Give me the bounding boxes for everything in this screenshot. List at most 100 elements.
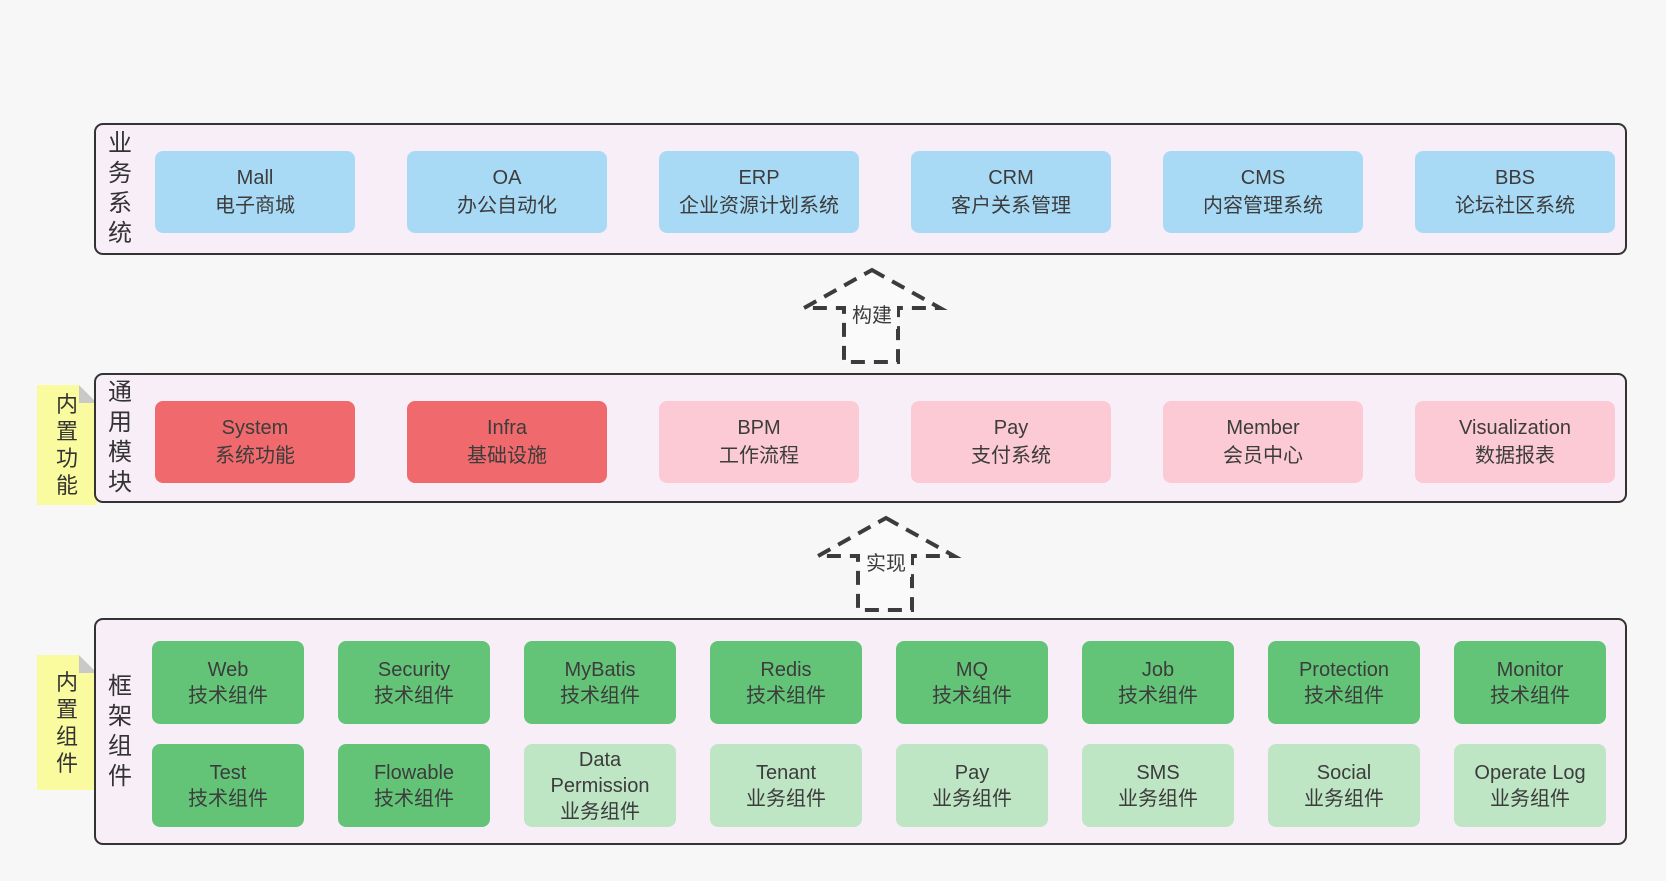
band-label-framework: 框 架 组 件 (108, 672, 132, 790)
module-desc: 业务组件 (1304, 787, 1384, 810)
module-name: CMS (1240, 167, 1286, 189)
common-box-system: System 系统功能 (155, 401, 355, 483)
common-modules-band: 通 用 模 块 System 系统功能 Infra 基础设施 BPM 工作流程 Pay 支付系… (94, 373, 1627, 503)
common-box-member: Member 会员中心 (1163, 401, 1363, 483)
module-desc: 业务组件 (932, 787, 1012, 810)
sticky-note-built-in-components: 内 置 组 件 (37, 655, 97, 790)
module-name: System (221, 417, 289, 439)
business-box-cms: CMS 内容管理系统 (1163, 151, 1363, 233)
module-desc: 业务组件 (1118, 787, 1198, 810)
module-name: Web (207, 658, 249, 681)
module-name: MQ (955, 658, 989, 681)
module-name: Data Permission (550, 748, 650, 797)
common-box-infra: Infra 基础设施 (407, 401, 607, 483)
band-label-common: 通 用 模 块 (108, 379, 132, 496)
framework-box-mybatis: MyBatis 技术组件 (524, 641, 676, 724)
implement-arrow: 实现 (806, 510, 966, 620)
business-box-erp: ERP 企业资源计划系统 (659, 151, 859, 233)
framework-box-operate-log: Operate Log 业务组件 (1454, 744, 1606, 827)
module-desc: 技术组件 (1304, 684, 1384, 707)
module-desc: 业务组件 (746, 787, 826, 810)
framework-box-social: Social 业务组件 (1268, 744, 1420, 827)
module-desc: 技术组件 (932, 684, 1012, 707)
module-name: CRM (988, 167, 1034, 189)
module-desc: 基础设施 (467, 445, 547, 467)
common-box-pay: Pay 支付系统 (911, 401, 1111, 483)
framework-box-tenant: Tenant 业务组件 (710, 744, 862, 827)
framework-box-web: Web 技术组件 (152, 641, 304, 724)
build-arrow: 构建 (792, 262, 952, 372)
module-name: OA (492, 167, 522, 189)
business-box-bbs: BBS 论坛社区系统 (1415, 151, 1615, 233)
module-desc: 技术组件 (1490, 684, 1570, 707)
framework-box-protection: Protection 技术组件 (1268, 641, 1420, 724)
framework-box-sms: SMS 业务组件 (1082, 744, 1234, 827)
band-label-business: 业 务 系 统 (108, 130, 132, 247)
module-name: BBS (1494, 167, 1536, 189)
module-desc: 数据报表 (1475, 445, 1555, 467)
module-name: Test (209, 761, 247, 784)
framework-box-mq: MQ 技术组件 (896, 641, 1048, 724)
module-desc: 客户关系管理 (951, 195, 1071, 217)
business-box-oa: OA 办公自动化 (407, 151, 607, 233)
module-desc: 系统功能 (215, 445, 295, 467)
module-name: Social (1316, 761, 1372, 784)
module-name: Flowable (373, 761, 455, 784)
module-desc: 电子商城 (215, 195, 295, 217)
framework-box-redis: Redis 技术组件 (710, 641, 862, 724)
business-box-mall: Mall 电子商城 (155, 151, 355, 233)
framework-box-test: Test 技术组件 (152, 744, 304, 827)
module-desc: 技术组件 (188, 787, 268, 810)
framework-box-flowable: Flowable 技术组件 (338, 744, 490, 827)
framework-box-pay: Pay 业务组件 (896, 744, 1048, 827)
module-desc: 技术组件 (560, 684, 640, 707)
module-desc: 内容管理系统 (1203, 195, 1323, 217)
business-box-crm: CRM 客户关系管理 (911, 151, 1111, 233)
module-name: Pay (993, 417, 1029, 439)
module-name: Mall (236, 167, 274, 189)
business-systems-band: 业 务 系 统 Mall 电子商城 OA 办公自动化 ERP 企业资源计划系统 CRM 客户关… (94, 123, 1627, 255)
module-desc: 论坛社区系统 (1455, 195, 1575, 217)
module-name: Visualization (1459, 417, 1571, 439)
business-boxes-row: Mall 电子商城 OA 办公自动化 ERP 企业资源计划系统 CRM 客户关系管理 CMS 内容… (155, 151, 1615, 233)
module-name: Tenant (755, 761, 817, 784)
module-name: BPM (737, 417, 781, 439)
module-name: Protection (1298, 658, 1390, 681)
module-name: Redis (760, 658, 812, 681)
common-boxes-row: System 系统功能 Infra 基础设施 BPM 工作流程 Pay 支付系统 Member 会… (155, 401, 1615, 483)
framework-box-data-permission: Data Permission 业务组件 (524, 744, 676, 827)
framework-box-monitor: Monitor 技术组件 (1454, 641, 1606, 724)
build-arrow-label: 构建 (847, 298, 897, 329)
module-name: Monitor (1496, 658, 1564, 681)
module-desc: 业务组件 (1490, 787, 1570, 810)
module-desc: 技术组件 (188, 684, 268, 707)
module-desc: 办公自动化 (457, 195, 557, 217)
module-name: Security (377, 658, 451, 681)
module-name: SMS (1136, 761, 1180, 784)
module-desc: 技术组件 (746, 684, 826, 707)
module-desc: 业务组件 (560, 800, 640, 823)
module-name: MyBatis (564, 658, 636, 681)
module-name: ERP (738, 167, 780, 189)
implement-arrow-label: 实现 (861, 546, 911, 577)
module-desc: 技术组件 (374, 684, 454, 707)
module-name: Pay (954, 761, 990, 784)
module-desc: 企业资源计划系统 (679, 195, 839, 217)
common-box-visualization: Visualization 数据报表 (1415, 401, 1615, 483)
module-name: Operate Log (1474, 761, 1586, 784)
sticky-note-built-in-features: 内 置 功 能 (37, 385, 97, 505)
module-desc: 会员中心 (1223, 445, 1303, 467)
module-desc: 支付系统 (971, 445, 1051, 467)
module-desc: 工作流程 (719, 445, 799, 467)
common-box-bpm: BPM 工作流程 (659, 401, 859, 483)
module-desc: 技术组件 (1118, 684, 1198, 707)
module-desc: 技术组件 (374, 787, 454, 810)
module-name: Member (1226, 417, 1300, 439)
module-name: Infra (486, 417, 528, 439)
framework-box-security: Security 技术组件 (338, 641, 490, 724)
